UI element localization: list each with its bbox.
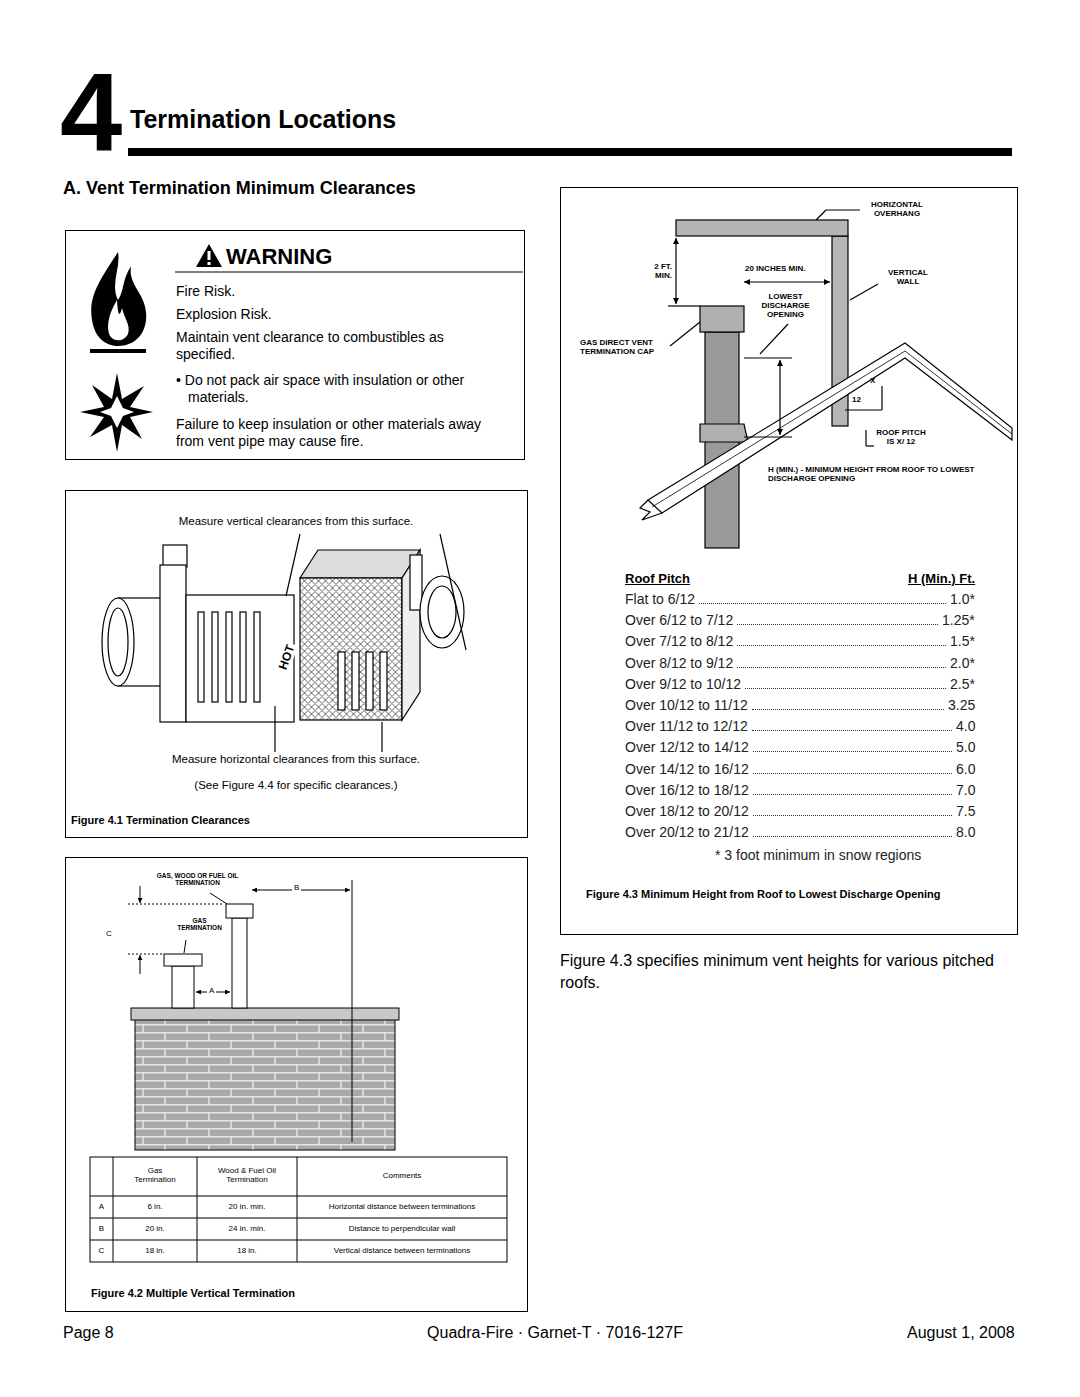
footnote: * 3 foot minimum in snow regions [715, 847, 921, 864]
leader-lines [275, 534, 466, 752]
table-cell: 1.5* [950, 633, 975, 650]
table-cell: 6 in. [113, 1202, 197, 1212]
table-cell: Over 20/12 to 21/12 [625, 824, 749, 841]
body-text: Fire Risk. [176, 283, 506, 300]
table-cell: C [90, 1246, 113, 1256]
table-cell: 2.5* [950, 676, 975, 693]
table-cell: Vertical distance between terminations [297, 1246, 507, 1256]
table-cell: Over 7/12 to 8/12 [625, 633, 733, 650]
table-cell: A [90, 1202, 113, 1212]
diagram-label: GAS TERMINATION [172, 917, 227, 931]
table-cell: 3.25 [948, 697, 975, 714]
table-cell: 1.25* [942, 612, 975, 629]
table-cell: Horizontal distance between terminations [297, 1202, 507, 1212]
table-cell: 6.0 [956, 761, 975, 778]
body-text: Failure to keep insulation or other mate… [176, 416, 506, 450]
table-cell: Over 6/12 to 7/12 [625, 612, 733, 629]
diagram-label: C [106, 929, 112, 939]
dot-leader [753, 836, 952, 837]
dot-leader [753, 794, 952, 795]
table-cell: 20 in. [113, 1224, 197, 1234]
diagram-label: X [870, 376, 875, 386]
diagram-label: GAS DIRECT VENT TERMINATION CAP [580, 338, 680, 356]
diagram-label: H (MIN.) - MINIMUM HEIGHT FROM ROOF TO L… [768, 465, 983, 483]
diagram-label: GAS, WOOD OR FUEL OIL TERMINATION [150, 872, 245, 886]
dot-leader [753, 751, 952, 752]
diagram-label: LOWEST DISCHARGE OPENING [748, 292, 823, 320]
table-cell: 7.0 [956, 782, 975, 799]
table-cell: 7.5 [956, 803, 975, 820]
dot-leader [752, 730, 952, 731]
table-cell: Over 18/12 to 20/12 [625, 803, 749, 820]
table-cell: Over 14/12 to 16/12 [625, 761, 749, 778]
header-rule [128, 148, 1012, 156]
table-cell: B [90, 1224, 113, 1234]
table-header: Comments [297, 1171, 507, 1181]
dot-leader [745, 688, 946, 689]
diagram-label: A [207, 986, 216, 996]
table-cell: Distance to perpendicular wall [297, 1224, 507, 1234]
table-cell: 24 in. min. [197, 1224, 297, 1234]
diagram-label: HORIZONTAL OVERHANG [862, 200, 932, 218]
table-header: Roof Pitch [625, 571, 690, 587]
table-cell: Over 8/12 to 9/12 [625, 655, 733, 672]
warning-art [80, 244, 523, 452]
figure-box: Measure vertical clearances from this su… [65, 490, 528, 838]
figure-caption: Figure 4.1 Termination Clearances [71, 814, 511, 827]
termination-cap-illustration [102, 545, 464, 722]
diagram-label: 2 FT. MIN. [638, 262, 672, 280]
table-cell: Over 12/12 to 14/12 [625, 739, 749, 756]
diagram-label: ROOF PITCH IS X/ 12 [872, 428, 930, 446]
footer-text: Quadra-Fire · Garnet-T · 7016-127F [355, 1323, 755, 1342]
dot-leader [737, 624, 938, 625]
warning-heading: WARNING [226, 244, 332, 270]
body-text: • Do not pack air space with insulation … [176, 372, 506, 406]
section-title: Termination Locations [130, 104, 396, 134]
table-cell: 1.0* [950, 591, 975, 608]
table-cell: 20 in. min. [197, 1202, 297, 1212]
table-cell: Over 9/12 to 10/12 [625, 676, 741, 693]
table-cell: 18 in. [113, 1246, 197, 1256]
roof-vent-illustration [640, 210, 1012, 548]
dot-leader [753, 773, 952, 774]
body-text: (See Figure 4.4 for specific clearances.… [66, 779, 526, 793]
table-header: Gas Termination [130, 1166, 180, 1184]
body-text: Explosion Risk. [176, 306, 506, 323]
table-cell: 4.0 [956, 718, 975, 735]
body-text: Measure horizontal clearances from this … [66, 753, 526, 767]
figure-box: Figure 4.2 Multiple Vertical Termination [65, 857, 528, 1312]
section-number: 4 [60, 57, 122, 169]
figure-caption: Figure 4.2 Multiple Vertical Termination [91, 1287, 511, 1300]
body-text: Figure 4.3 specifies minimum vent height… [560, 950, 1020, 993]
table-header: H (Min.) Ft. [908, 571, 975, 587]
diagram-label: VERTICAL WALL [878, 268, 938, 286]
dot-leader [699, 603, 946, 604]
diagram-label: 20 INCHES MIN. [745, 264, 805, 274]
chimney-illustration [90, 880, 507, 1262]
footer-date: August 1, 2008 [907, 1323, 1015, 1342]
body-text: Maintain vent clearance to combustibles … [176, 329, 496, 363]
page-number: Page 8 [63, 1323, 114, 1342]
table-cell: 2.0* [950, 655, 975, 672]
table-header: Wood & Fuel Oil Termination [207, 1166, 287, 1184]
table-cell: Flat to 6/12 [625, 591, 695, 608]
body-text: Measure vertical clearances from this su… [66, 515, 526, 529]
table-cell: 5.0 [956, 739, 975, 756]
dot-leader [737, 667, 946, 668]
dot-leader [753, 815, 952, 816]
table-cell: Over 11/12 to 12/12 [625, 718, 748, 735]
table-cell: Over 16/12 to 18/12 [625, 782, 749, 799]
warning-box: WARNING Fire Risk. Explosion Risk. Maintain… [65, 230, 525, 460]
table-cell: Over 10/12 to 11/12 [625, 697, 748, 714]
subheading: A. Vent Termination Minimum Clearances [63, 178, 416, 200]
diagram-label: 12 [852, 395, 861, 405]
diagram-label: B [292, 883, 301, 893]
dot-leader [752, 709, 944, 710]
figure-caption: Figure 4.3 Minimum Height from Roof to L… [586, 888, 1006, 901]
table-cell: 18 in. [197, 1246, 297, 1256]
dot-leader [737, 645, 946, 646]
table-cell: 8.0 [956, 824, 975, 841]
